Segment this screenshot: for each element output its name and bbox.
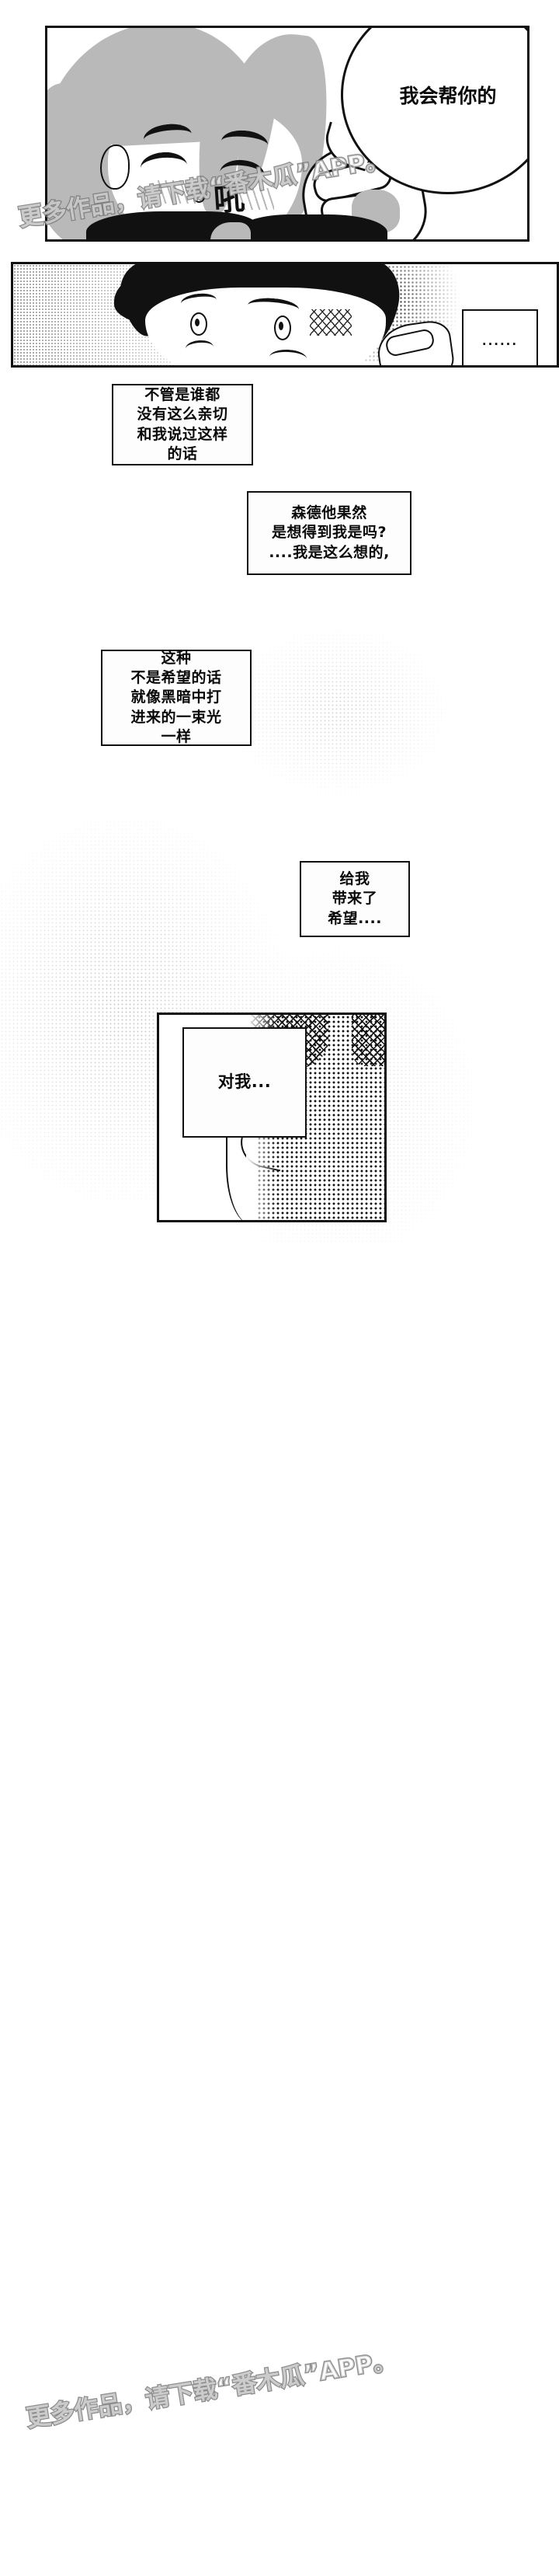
caption-box-3: 这种 不是希望的话 就像黑暗中打 进来的一束光 一样 bbox=[101, 650, 252, 746]
blush-right bbox=[237, 188, 274, 210]
crosshatch-hair-2 bbox=[352, 1015, 384, 1066]
panel-2-artwork: ...... bbox=[13, 264, 557, 365]
pupil-left-2 bbox=[195, 319, 200, 326]
panel-2: ...... bbox=[11, 262, 559, 368]
panel-3: 对我... bbox=[157, 1013, 387, 1222]
grain-cloud-1 bbox=[222, 622, 455, 800]
clothing-fold bbox=[210, 222, 251, 239]
dots-box: ...... bbox=[462, 309, 538, 365]
caption-box-1: 不管是谁都 没有这么亲切 和我说过这样 的话 bbox=[112, 384, 253, 465]
mouth-shadow bbox=[207, 239, 227, 242]
watermark-bottom: 更多作品，请下载“番木瓜”APP。 bbox=[23, 2345, 399, 2433]
panel-3-artwork: 对我... bbox=[159, 1015, 384, 1220]
sfx-text: 吼 bbox=[212, 180, 246, 219]
caption-box-2: 森德他果然 是想得到我是吗? ....我是这么想的, bbox=[247, 491, 411, 575]
panel-1-artwork: 吼 我会帮你的 bbox=[47, 28, 527, 239]
forehead-hatch bbox=[296, 269, 325, 286]
nose-dot bbox=[193, 191, 205, 203]
speech-balloon-text: 我会帮你的 bbox=[399, 85, 497, 107]
caption-box-5: 对我... bbox=[182, 1027, 307, 1138]
clothing-dark-right bbox=[240, 214, 387, 239]
pupil-right-2 bbox=[279, 322, 283, 330]
blush-hatch bbox=[310, 309, 352, 336]
caption-box-4: 给我 带来了 希望.... bbox=[300, 861, 410, 937]
dots-box-text: ...... bbox=[481, 334, 519, 348]
ear-outline bbox=[100, 145, 130, 190]
panel-1: 吼 我会帮你的 bbox=[45, 26, 529, 242]
